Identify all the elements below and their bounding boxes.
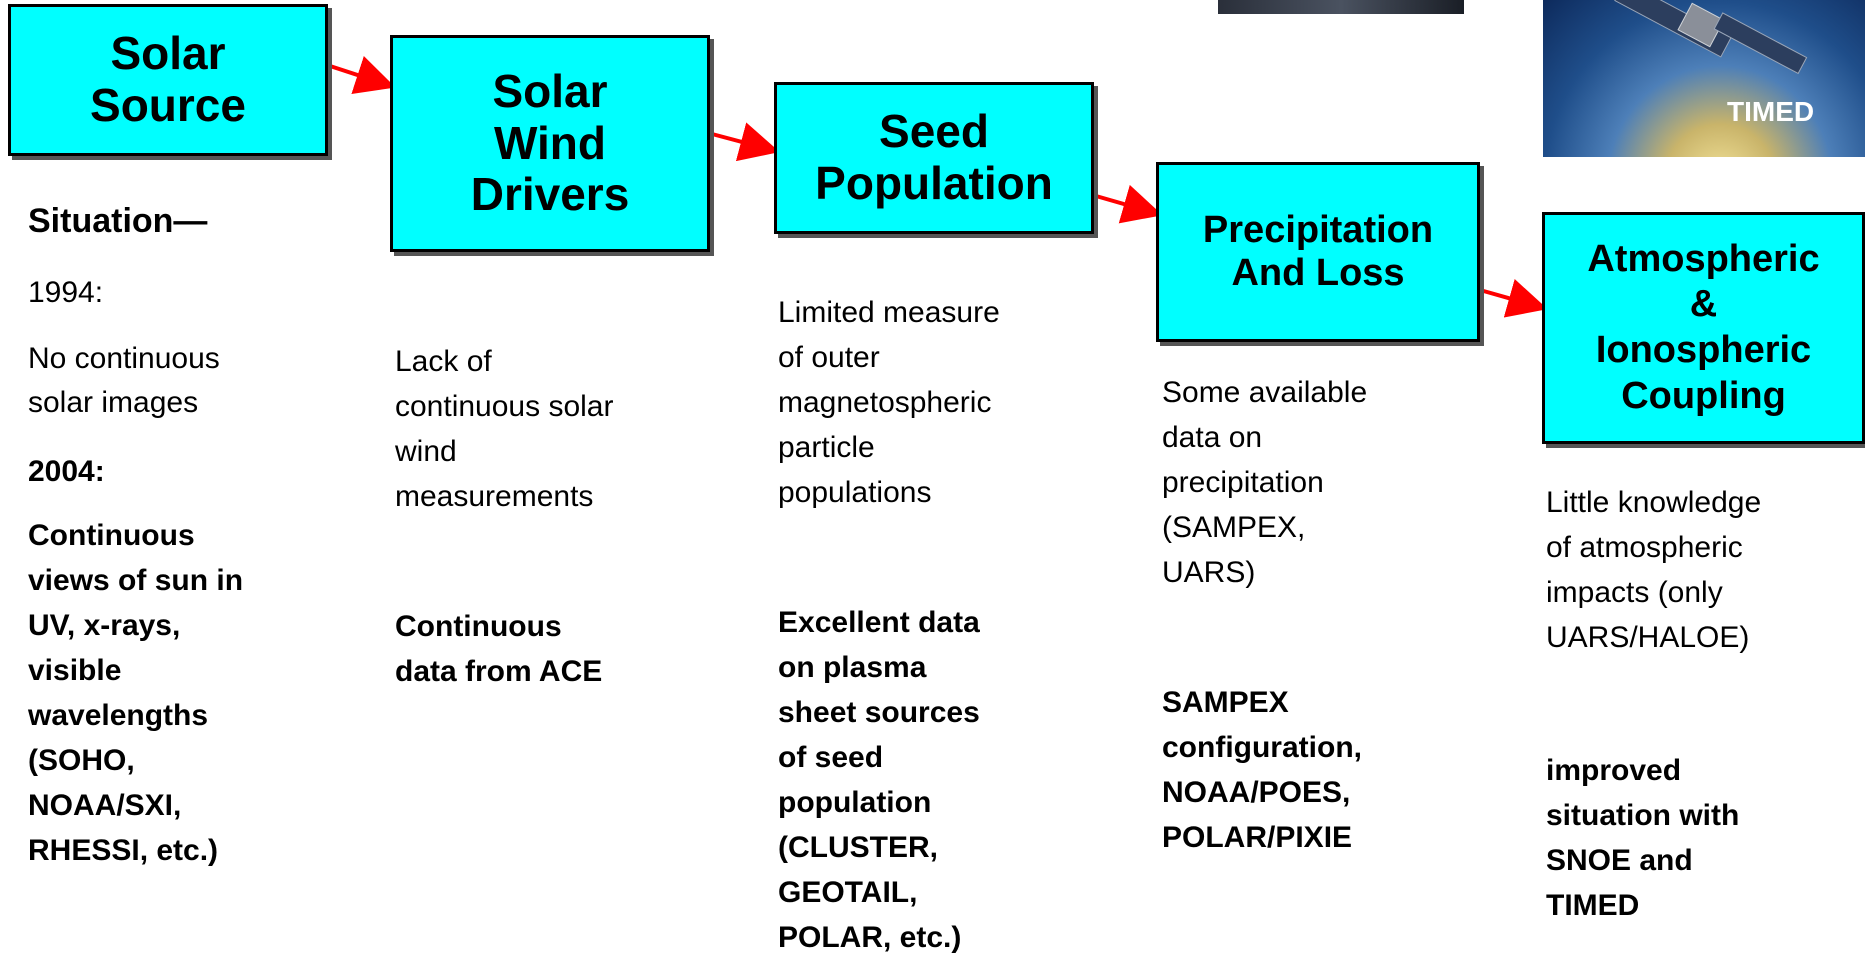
arrow-wind-to-seed	[711, 122, 780, 162]
col4-after-text: SAMPEX configuration, NOAA/POES, POLAR/P…	[1162, 686, 1362, 854]
col2-before-text: Lack of continuous solar wind measuremen…	[395, 345, 614, 513]
col4-before-text: Some available data on precipitation (SA…	[1162, 376, 1368, 589]
timed-label: TIMED	[1727, 96, 1815, 127]
box-solar-source: Solar Source	[8, 4, 328, 156]
col5-before-text: Little knowledge of atmospheric impacts …	[1546, 486, 1762, 654]
col1-2004-text: Continuous views of sun in UV, x-rays, v…	[28, 519, 244, 867]
col5-after-text: improved situation with SNOE and TIMED	[1546, 754, 1740, 922]
situation-heading: Situation—	[28, 202, 208, 240]
col2-after-text: Continuous data from ACE	[395, 610, 603, 688]
year-1994-label: 1994:	[28, 276, 104, 309]
box-precipitation-and-loss: Precipitation And Loss	[1156, 162, 1480, 342]
year-2004-label: 2004:	[28, 455, 105, 488]
col1-1994-text: No continuous solar images	[28, 342, 220, 420]
arrow-precip-to-atmos	[1479, 279, 1548, 318]
col3-after-text: Excellent data on plasma sheet sources o…	[778, 606, 980, 954]
satellite-icon	[1614, 0, 1808, 75]
top-photo-fragment	[1218, 0, 1464, 14]
timed-satellite-image: TIMED	[1543, 0, 1865, 157]
box-solar-wind-drivers: Solar Wind Drivers	[390, 35, 710, 252]
col3-before-text: Limited measure of outer magnetospheric …	[778, 296, 1000, 509]
arrow-seed-to-precip	[1095, 184, 1163, 224]
box-seed-population: Seed Population	[774, 82, 1094, 234]
arrow-source-to-wind	[329, 56, 396, 95]
box-atmospheric-ionospheric-coupling: Atmospheric & Ionospheric Coupling	[1542, 212, 1865, 444]
